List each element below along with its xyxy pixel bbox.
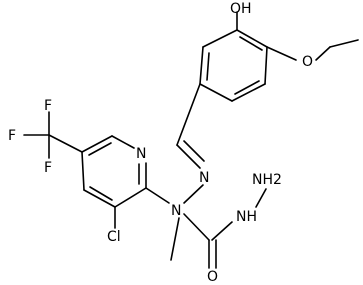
ethoxy-group — [266, 39, 359, 61]
bond-n-n — [183, 184, 204, 204]
atom-label-nh2: NH2 — [252, 172, 282, 188]
phenol-ring — [199, 29, 268, 102]
atom-label-ethoxy-o: O — [302, 54, 313, 70]
atom-label-pyridine-n: N — [136, 146, 146, 162]
atom-label-f-left: F — [8, 128, 16, 144]
imine-linkage — [176, 83, 205, 169]
atom-label-oh: OH — [230, 1, 252, 17]
pyridine-ring — [81, 135, 147, 208]
atom-label-f-top: F — [44, 98, 52, 114]
atom-label-imine-n: N — [199, 170, 209, 186]
atom-label-amine-n: N — [171, 203, 181, 219]
atom-label-hydrazide-nh: NH — [236, 209, 257, 225]
methyl-group — [170, 217, 180, 261]
atom-label-chloro: Cl — [107, 229, 121, 245]
atom-label-f-bottom: F — [44, 160, 52, 176]
bond-n-pyridyl — [145, 187, 170, 204]
carbohydrazide — [183, 188, 267, 269]
atom-label-carbonyl-o: O — [207, 269, 218, 285]
trifluoromethyl-group — [23, 111, 83, 159]
